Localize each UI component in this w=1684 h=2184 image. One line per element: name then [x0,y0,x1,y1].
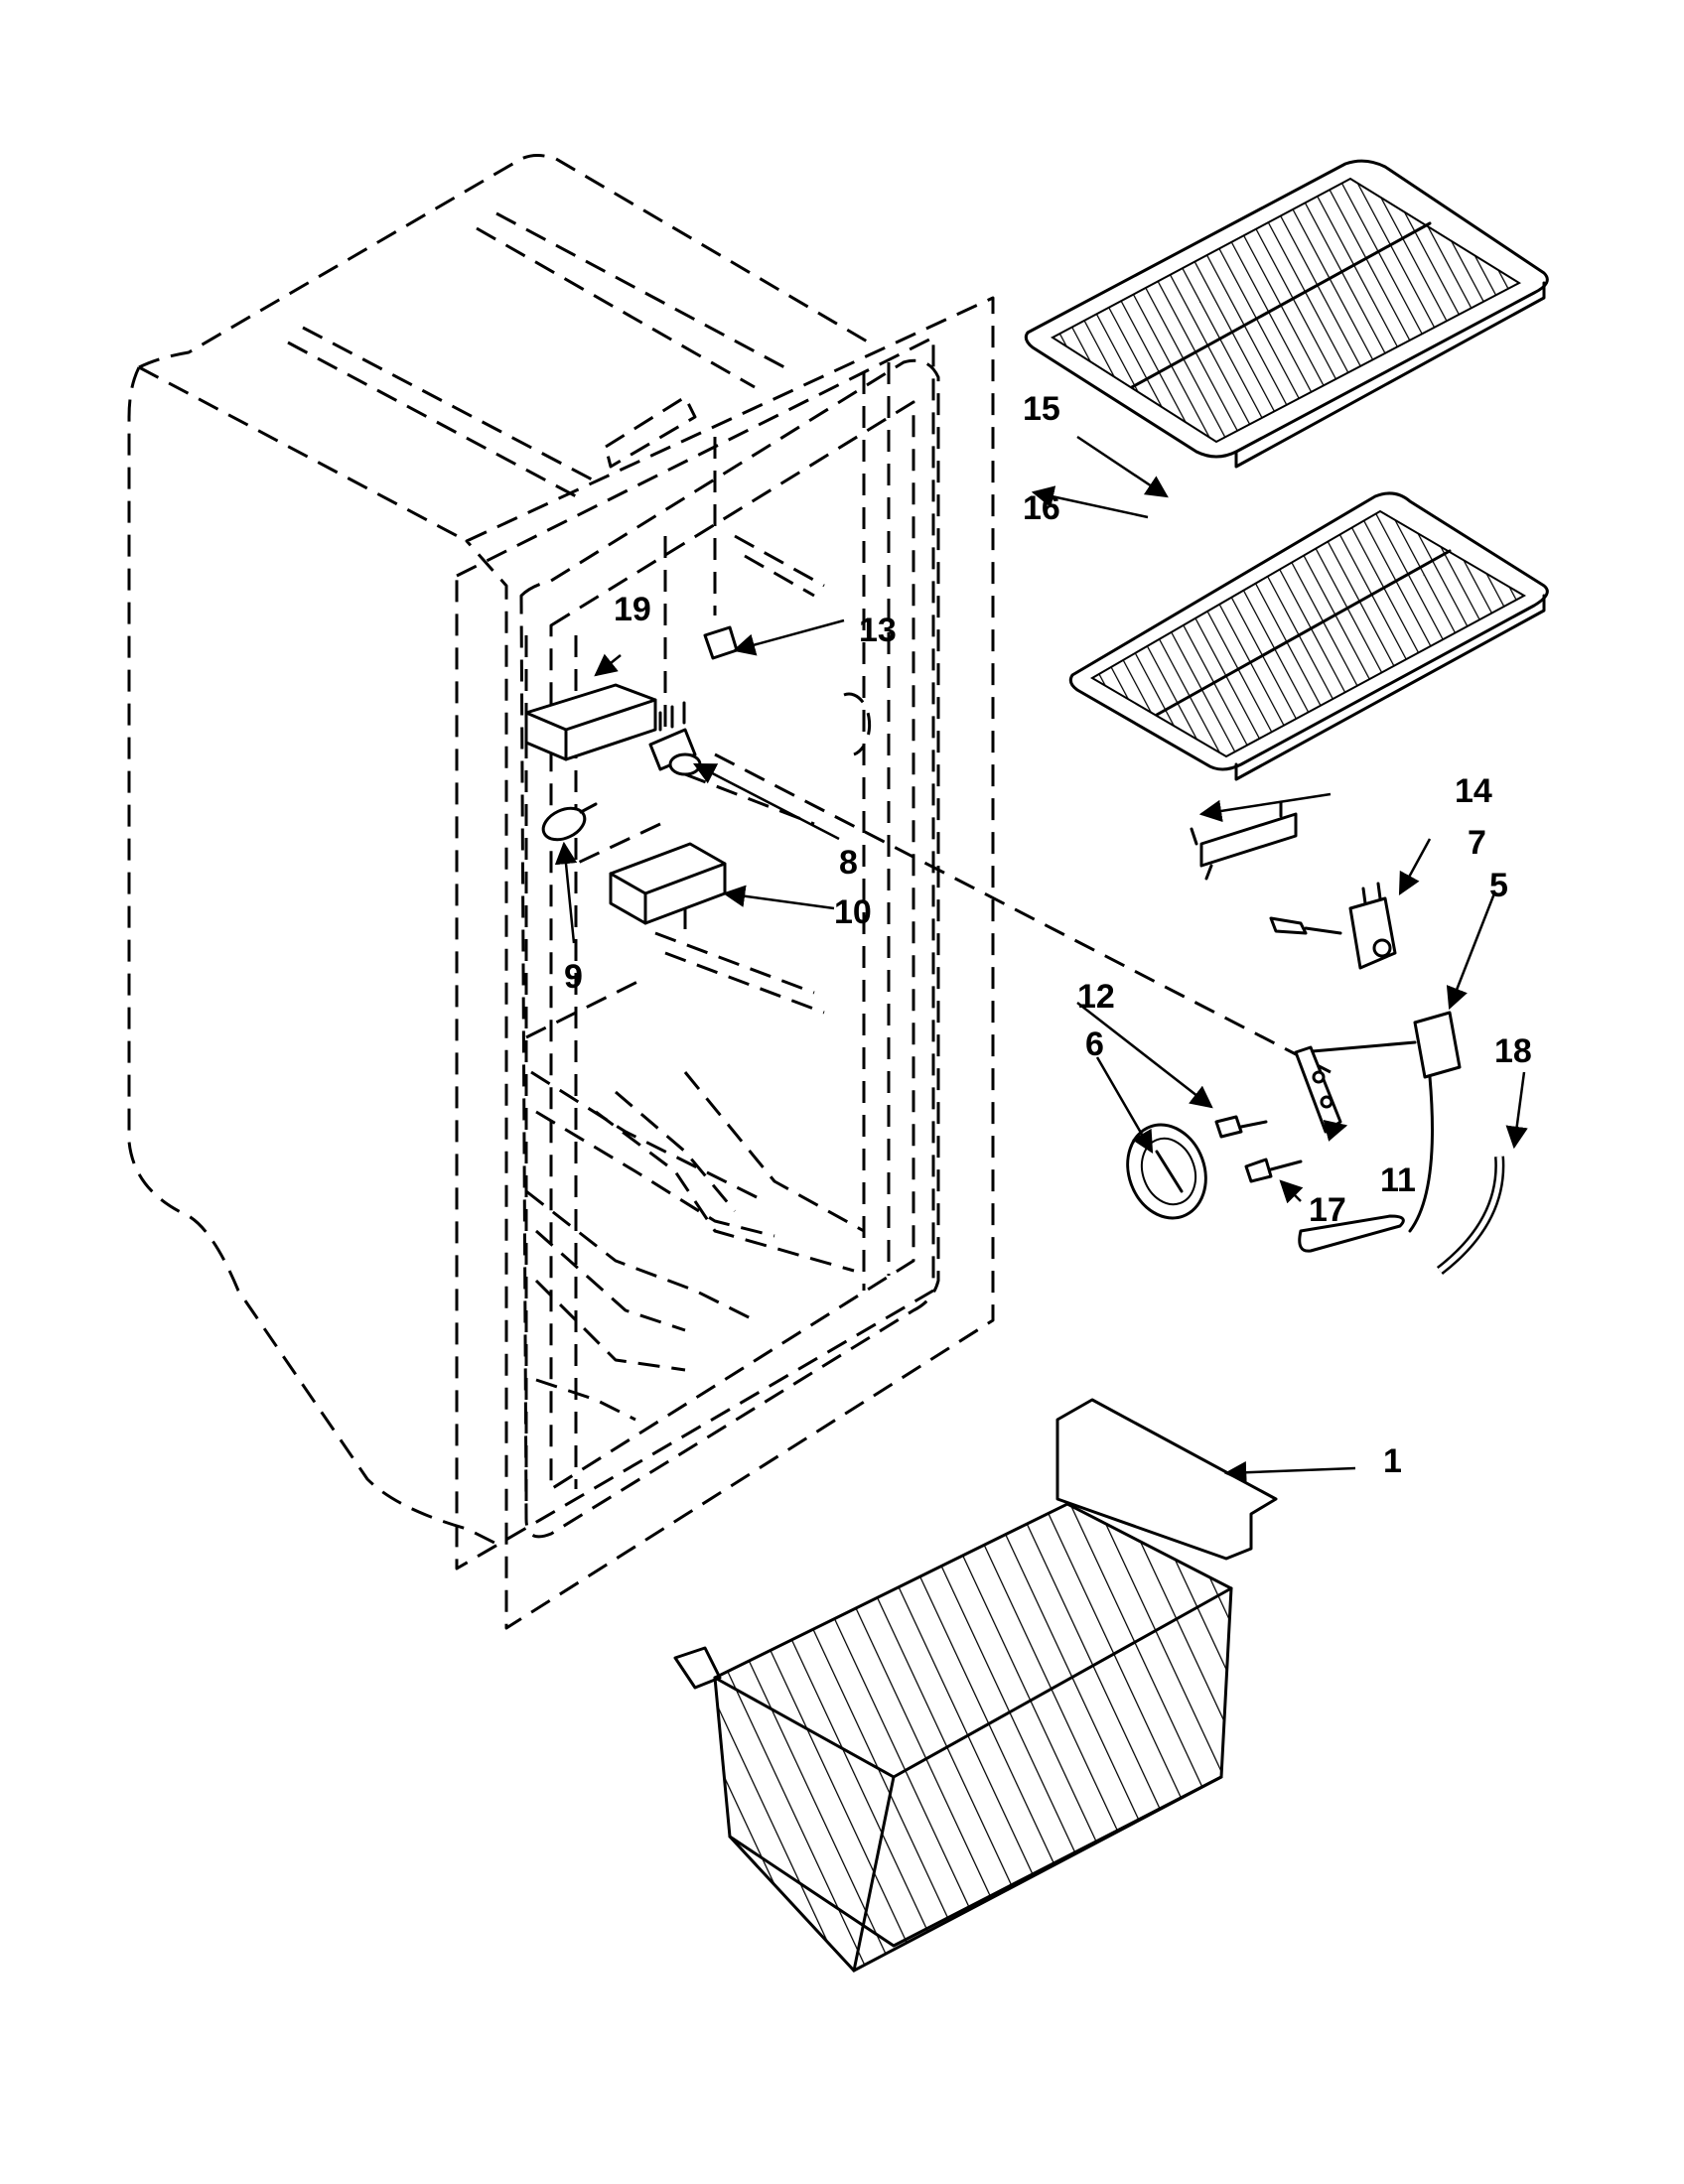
clip-13 [703,625,739,660]
callout-5: 5 [1489,867,1508,904]
light-housing-19 [524,683,657,761]
cabinet-outline [127,154,1332,1630]
screw-12 [1214,1115,1268,1139]
shelf-support-14 [1190,800,1298,881]
switch-5 [1299,1011,1462,1233]
light-shield-10 [609,842,727,925]
capillary-tube [1298,1214,1405,1253]
basket-1 [673,1398,1278,1973]
callout-13: 13 [859,612,897,649]
callout-6: 6 [1085,1025,1104,1063]
callout-19: 19 [614,591,651,628]
callout-7: 7 [1468,824,1486,862]
leader-lines [554,435,1528,1484]
callout-16: 16 [1023,489,1060,527]
callout-18: 18 [1494,1032,1532,1070]
bracket-11 [1294,1045,1342,1134]
bulb-9 [541,802,598,842]
knob-6 [1126,1123,1207,1220]
callout-1: 1 [1383,1442,1402,1480]
callout-9: 9 [564,958,583,996]
callout-labels: 1 16 15 14 7 5 12 6 18 11 17 13 19 8 10 … [564,390,1532,1480]
callout-17: 17 [1309,1191,1346,1229]
callout-11: 11 [1380,1161,1416,1199]
callout-8: 8 [839,844,858,882]
tube-18 [1436,1156,1505,1275]
callout-12: 12 [1077,978,1115,1016]
thermostat-7 [1269,882,1397,970]
shelf-16 [1024,159,1549,469]
socket-8 [648,701,702,776]
callout-14: 14 [1455,772,1492,810]
screw-17 [1244,1158,1303,1183]
callout-10: 10 [834,893,872,931]
callout-15: 15 [1023,390,1060,428]
shelf-15 [1068,491,1549,781]
